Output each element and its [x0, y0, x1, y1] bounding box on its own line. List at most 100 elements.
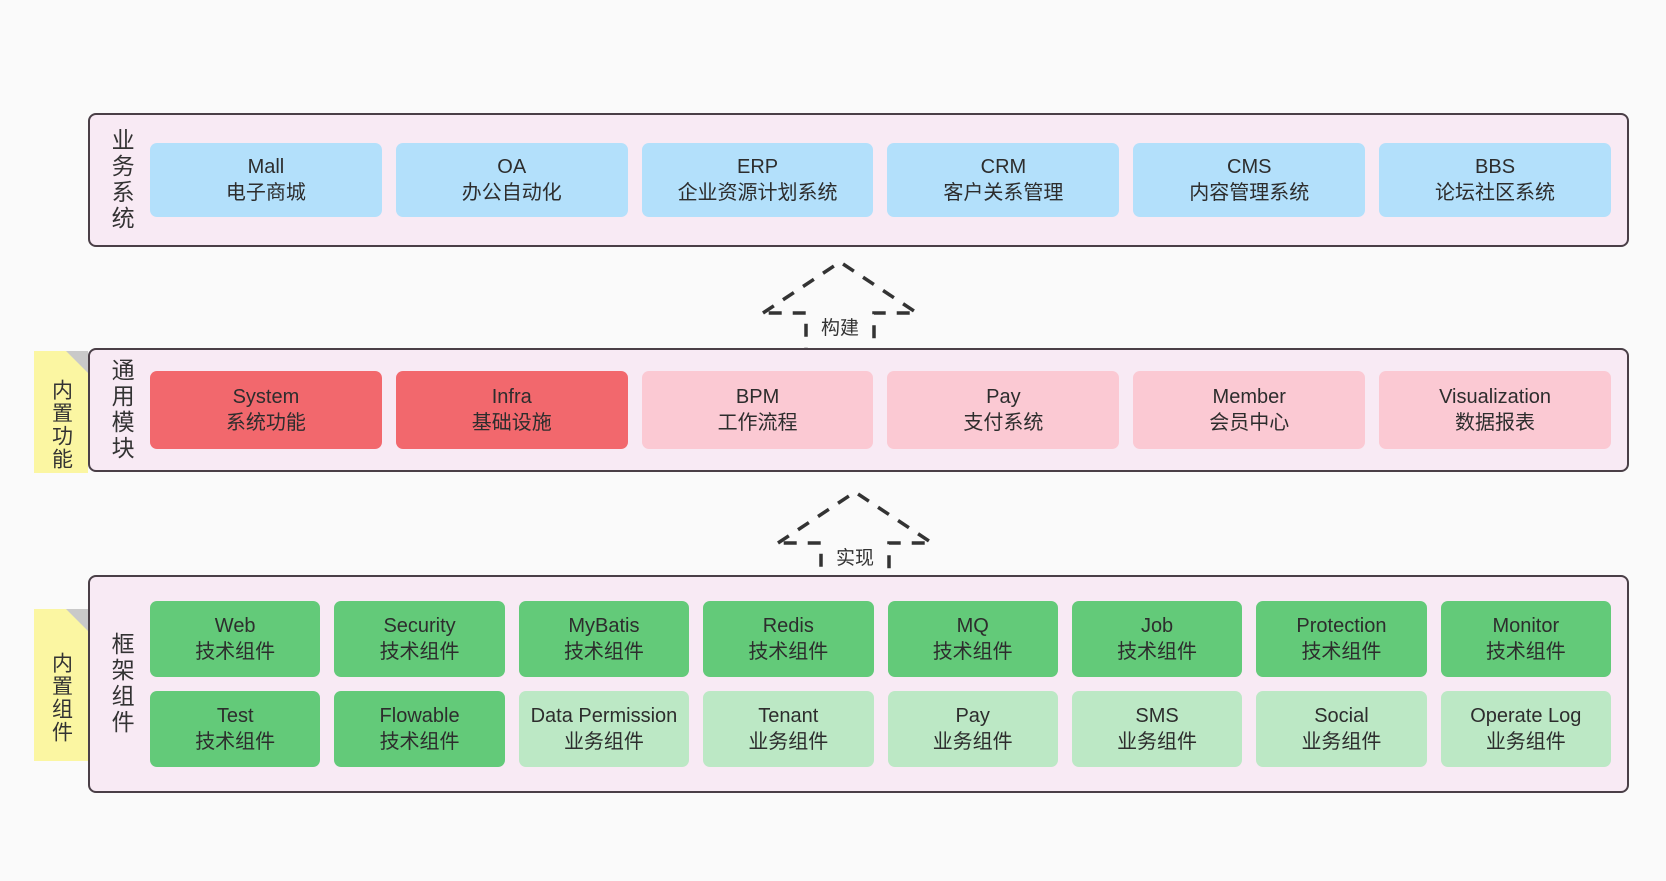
card-web[interactable]: Web 技术组件: [150, 601, 321, 677]
framework-business-row: Test 技术组件 Flowable 技术组件 Data Permission …: [150, 691, 1611, 767]
card-subtitle: 技术组件: [379, 731, 460, 753]
card-title: Flowable: [379, 704, 460, 727]
card-subtitle: 会员中心: [1209, 412, 1290, 434]
card-title: Protection: [1296, 614, 1387, 637]
card-social[interactable]: Social 业务组件: [1256, 691, 1427, 767]
sticky-note-builtin-component: 内置组件: [34, 609, 88, 761]
card-monitor[interactable]: Monitor 技术组件: [1440, 601, 1611, 677]
sticky-fold-corner-icon: [66, 351, 88, 373]
sticky-note-label: 内置功能: [49, 379, 73, 471]
card-oa[interactable]: OA 办公自动化: [395, 143, 628, 217]
card-crm[interactable]: CRM 客户关系管理: [887, 143, 1120, 217]
card-data-permission[interactable]: Data Permission 业务组件: [518, 691, 690, 767]
card-title: Monitor: [1492, 614, 1560, 637]
card-subtitle: 内容管理系统: [1189, 182, 1310, 204]
card-title: Tenant: [758, 704, 819, 727]
card-subtitle: 技术组件: [932, 641, 1013, 663]
card-title: System: [232, 385, 300, 408]
card-title: CMS: [1227, 155, 1272, 178]
card-subtitle: 工作流程: [717, 412, 798, 434]
card-title: CRM: [980, 155, 1027, 178]
card-title: ERP: [737, 155, 779, 178]
card-visualization[interactable]: Visualization 数据报表: [1379, 371, 1611, 449]
card-title: Infra: [491, 385, 532, 408]
card-title: SMS: [1135, 704, 1179, 727]
sticky-note-label: 内置组件: [49, 652, 73, 744]
card-subtitle: 业务组件: [563, 731, 644, 753]
card-title: Security: [383, 614, 456, 637]
relation-label-implement: 实现: [834, 543, 876, 570]
card-subtitle: 客户关系管理: [943, 182, 1064, 204]
card-title: BPM: [735, 385, 780, 408]
card-bpm[interactable]: BPM 工作流程: [641, 371, 874, 449]
card-pay-module[interactable]: Pay 支付系统: [887, 371, 1120, 449]
card-title: Pay: [955, 704, 990, 727]
card-subtitle: 支付系统: [963, 412, 1044, 434]
card-redis[interactable]: Redis 技术组件: [703, 601, 874, 677]
card-subtitle: 论坛社区系统: [1435, 182, 1556, 204]
card-sms[interactable]: SMS 业务组件: [1071, 691, 1243, 767]
card-title: OA: [497, 155, 527, 178]
card-subtitle: 电子商城: [225, 182, 306, 204]
card-subtitle: 业务组件: [1301, 731, 1382, 753]
card-subtitle: 系统功能: [225, 412, 306, 434]
layer-framework-components-label: 框架组件: [108, 632, 135, 736]
card-title: Visualization: [1439, 385, 1552, 408]
card-subtitle: 技术组件: [379, 641, 460, 663]
card-title: Operate Log: [1470, 704, 1582, 727]
card-subtitle: 技术组件: [1117, 641, 1198, 663]
card-mall[interactable]: Mall 电子商城: [150, 143, 382, 217]
layer-framework-components[interactable]: 框架组件 Web 技术组件 Security 技术组件 MyBatis 技术组件…: [88, 575, 1629, 793]
card-bbs[interactable]: BBS 论坛社区系统: [1379, 143, 1611, 217]
card-title: BBS: [1475, 155, 1516, 178]
card-title: Social: [1314, 704, 1369, 727]
card-tenant[interactable]: Tenant 业务组件: [703, 691, 874, 767]
layer-business-systems-label: 业务系统: [108, 128, 135, 232]
card-subtitle: 技术组件: [195, 641, 276, 663]
card-title: MyBatis: [568, 614, 640, 637]
card-security[interactable]: Security 技术组件: [334, 601, 505, 677]
card-test[interactable]: Test 技术组件: [150, 691, 321, 767]
layer-common-modules-cards: System 系统功能 Infra 基础设施 BPM 工作流程 Pay 支付系统…: [138, 350, 1627, 470]
card-cms[interactable]: CMS 内容管理系统: [1133, 143, 1366, 217]
sticky-note-builtin-function: 内置功能: [34, 351, 88, 473]
card-subtitle: 办公自动化: [461, 182, 562, 204]
layer-business-systems-cards: Mall 电子商城 OA 办公自动化 ERP 企业资源计划系统 CRM 客户关系…: [138, 115, 1627, 245]
card-infra[interactable]: Infra 基础设施: [395, 371, 628, 449]
card-title: Member: [1212, 385, 1286, 408]
framework-tech-row: Web 技术组件 Security 技术组件 MyBatis 技术组件 Redi…: [150, 601, 1611, 677]
card-flowable[interactable]: Flowable 技术组件: [334, 691, 505, 767]
card-job[interactable]: Job 技术组件: [1071, 601, 1243, 677]
card-title: Data Permission: [530, 704, 678, 727]
card-subtitle: 基础设施: [471, 412, 552, 434]
card-subtitle: 数据报表: [1455, 412, 1536, 434]
relation-label-build: 构建: [819, 313, 861, 340]
dashed-hollow-arrow-up-icon: [757, 259, 923, 359]
card-operate-log[interactable]: Operate Log 业务组件: [1440, 691, 1611, 767]
card-protection[interactable]: Protection 技术组件: [1256, 601, 1427, 677]
layer-common-modules[interactable]: 通用模块 System 系统功能 Infra 基础设施 BPM 工作流程 Pay…: [88, 348, 1629, 472]
card-member[interactable]: Member 会员中心: [1133, 371, 1366, 449]
dashed-hollow-arrow-up-icon: [772, 489, 938, 589]
card-subtitle: 技术组件: [1485, 641, 1566, 663]
card-title: MQ: [956, 614, 989, 637]
card-pay-component[interactable]: Pay 业务组件: [887, 691, 1058, 767]
card-system[interactable]: System 系统功能: [150, 371, 382, 449]
card-subtitle: 业务组件: [1117, 731, 1198, 753]
card-erp[interactable]: ERP 企业资源计划系统: [641, 143, 874, 217]
layer-framework-components-cards: Web 技术组件 Security 技术组件 MyBatis 技术组件 Redi…: [138, 577, 1627, 791]
card-subtitle: 技术组件: [563, 641, 644, 663]
card-title: Test: [216, 704, 254, 727]
card-subtitle: 业务组件: [748, 731, 829, 753]
card-subtitle: 技术组件: [748, 641, 829, 663]
card-mq[interactable]: MQ 技术组件: [887, 601, 1058, 677]
card-title: Job: [1140, 614, 1174, 637]
card-subtitle: 业务组件: [1485, 731, 1566, 753]
layer-business-systems[interactable]: 业务系统 Mall 电子商城 OA 办公自动化 ERP 企业资源计划系统 CRM…: [88, 113, 1629, 247]
card-mybatis[interactable]: MyBatis 技术组件: [518, 601, 690, 677]
card-title: Pay: [986, 385, 1021, 408]
card-subtitle: 技术组件: [195, 731, 276, 753]
relation-arrow-build: 构建: [755, 257, 925, 362]
card-subtitle: 业务组件: [932, 731, 1013, 753]
layer-common-modules-label: 通用模块: [108, 358, 135, 462]
